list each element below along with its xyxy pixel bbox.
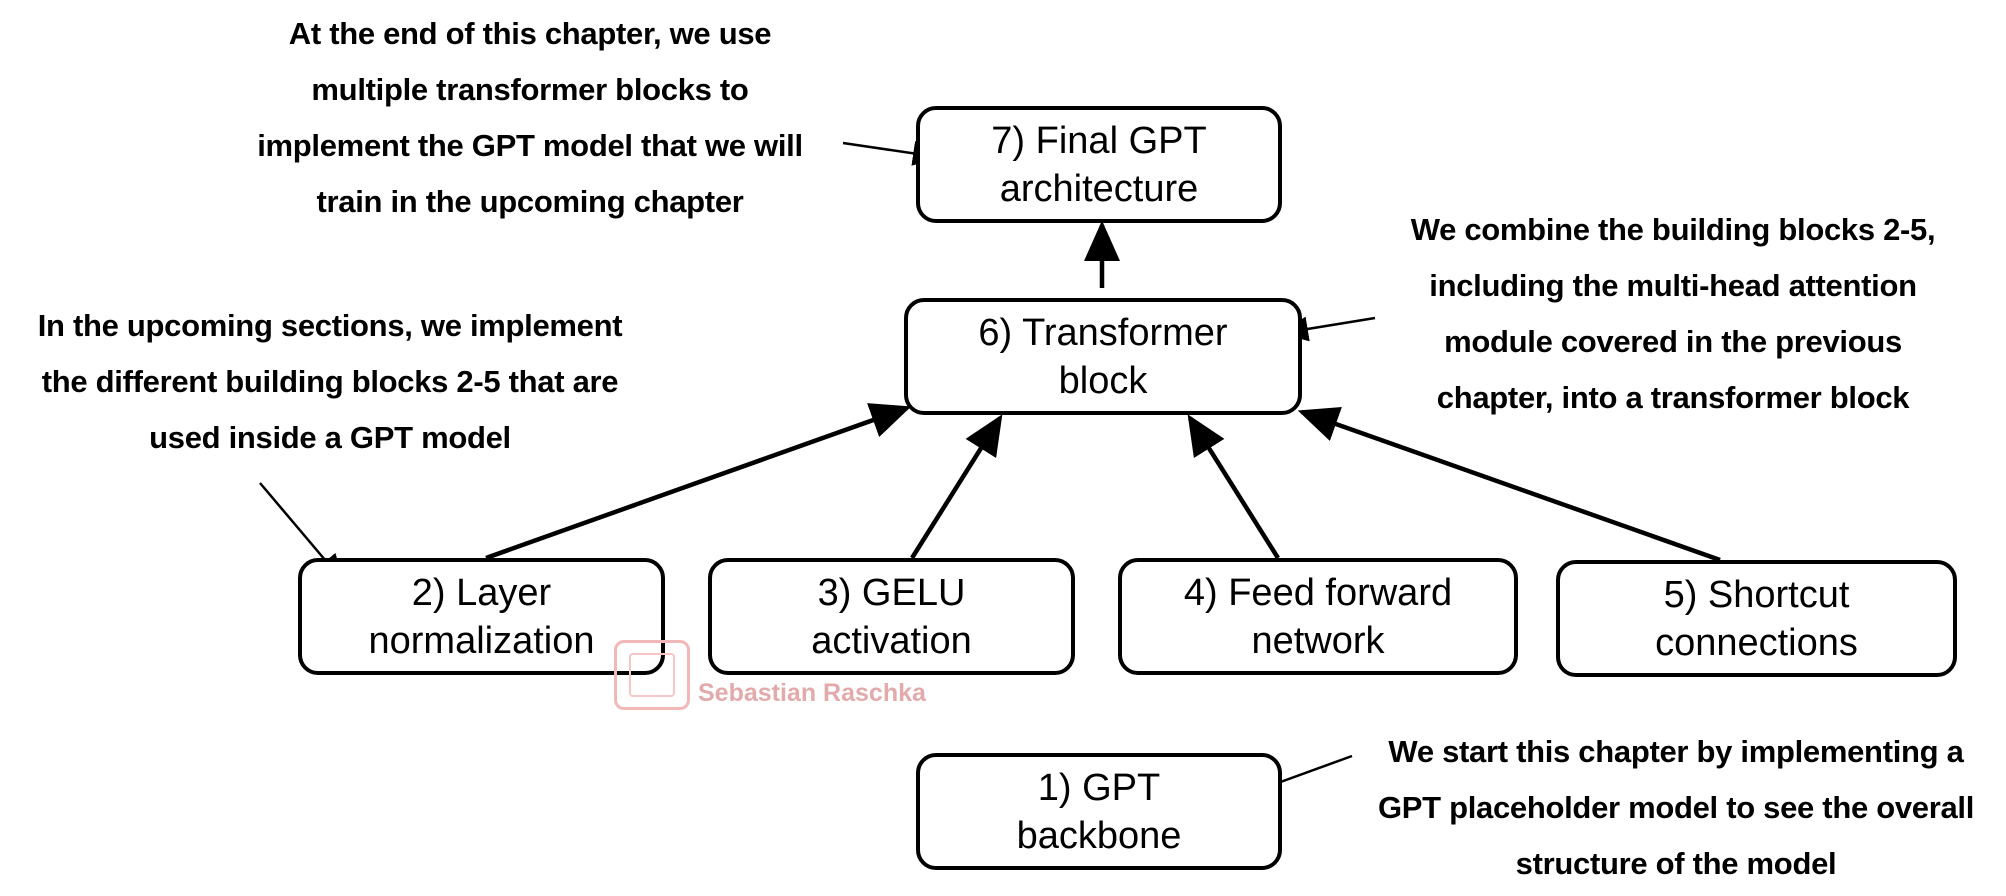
note-bottom-right-line-1: We start this chapter by implementing a: [1388, 734, 1964, 769]
box-feed-forward-line-1: 4) Feed forward: [1183, 571, 1453, 614]
arrow-gelu-to-transformer: [910, 414, 1003, 560]
note-bottom-right-line-2: GPT placeholder model to see the overall: [1377, 790, 1975, 825]
box-feed-forward-line-2: network: [1251, 619, 1385, 662]
note-top-left-line-2: multiple transformer blocks to: [311, 72, 749, 107]
box-gelu-line-2: activation: [811, 619, 972, 662]
box-gelu-line-1: 3) GELU: [817, 571, 966, 614]
box-layer-norm-line-1: 2) Layer: [411, 571, 552, 614]
note-top-left-line-3: implement the GPT model that we will: [257, 128, 803, 163]
note-right: We combine the building blocks 2-5, incl…: [1340, 202, 2006, 426]
arrow-feed-forward-to-transformer: [1187, 414, 1280, 560]
box-layer-normalization: 2) Layer normalization: [298, 558, 665, 675]
note-middle-left-line-3: used inside a GPT model: [149, 420, 511, 455]
box-gpt-backbone: 1) GPT backbone: [916, 753, 1282, 870]
note-right-line-1: We combine the building blocks 2-5,: [1410, 212, 1936, 247]
box-transformer-line-2: block: [1058, 359, 1148, 402]
watermark-text: Sebastian Raschka: [698, 679, 926, 707]
box-backbone-line-1: 1) GPT: [1037, 766, 1161, 809]
box-feed-forward-network: 4) Feed forward network: [1118, 558, 1518, 675]
box-shortcut-line-2: connections: [1655, 621, 1858, 664]
box-backbone-line-2: backbone: [1016, 814, 1182, 857]
box-layer-norm-line-2: normalization: [368, 619, 595, 662]
note-middle-left-line-1: In the upcoming sections, we implement: [37, 308, 623, 343]
box-final-gpt-line-2: architecture: [999, 167, 1199, 210]
box-final-gpt-architecture: 7) Final GPT architecture: [916, 106, 1282, 223]
box-transformer-block: 6) Transformer block: [904, 298, 1302, 415]
box-gelu-activation: 3) GELU activation: [708, 558, 1075, 675]
watermark: Sebastian Raschka: [614, 640, 926, 710]
note-top-left: At the end of this chapter, we use multi…: [190, 6, 870, 230]
box-shortcut-line-1: 5) Shortcut: [1663, 573, 1850, 616]
note-middle-left: In the upcoming sections, we implement t…: [0, 298, 660, 466]
box-transformer-line-1: 6) Transformer: [978, 311, 1228, 354]
note-bottom-right-line-3: structure of the model: [1515, 846, 1837, 881]
arrow-layer-norm-to-transformer: [485, 403, 912, 561]
arrow-shortcut-to-transformer: [1297, 407, 1721, 563]
note-bottom-right: We start this chapter by implementing a …: [1346, 724, 2006, 892]
note-right-line-3: module covered in the previous: [1444, 324, 1902, 359]
note-top-left-line-4: train in the upcoming chapter: [316, 184, 744, 219]
note-right-line-4: chapter, into a transformer block: [1436, 380, 1910, 415]
box-shortcut-connections: 5) Shortcut connections: [1556, 560, 1957, 677]
box-final-gpt-line-1: 7) Final GPT: [991, 119, 1207, 162]
note-middle-left-line-2: the different building blocks 2-5 that a…: [41, 364, 619, 399]
note-top-left-line-1: At the end of this chapter, we use: [288, 16, 772, 51]
note-right-line-2: including the multi-head attention: [1429, 268, 1917, 303]
watermark-stamp-icon: [614, 640, 690, 710]
